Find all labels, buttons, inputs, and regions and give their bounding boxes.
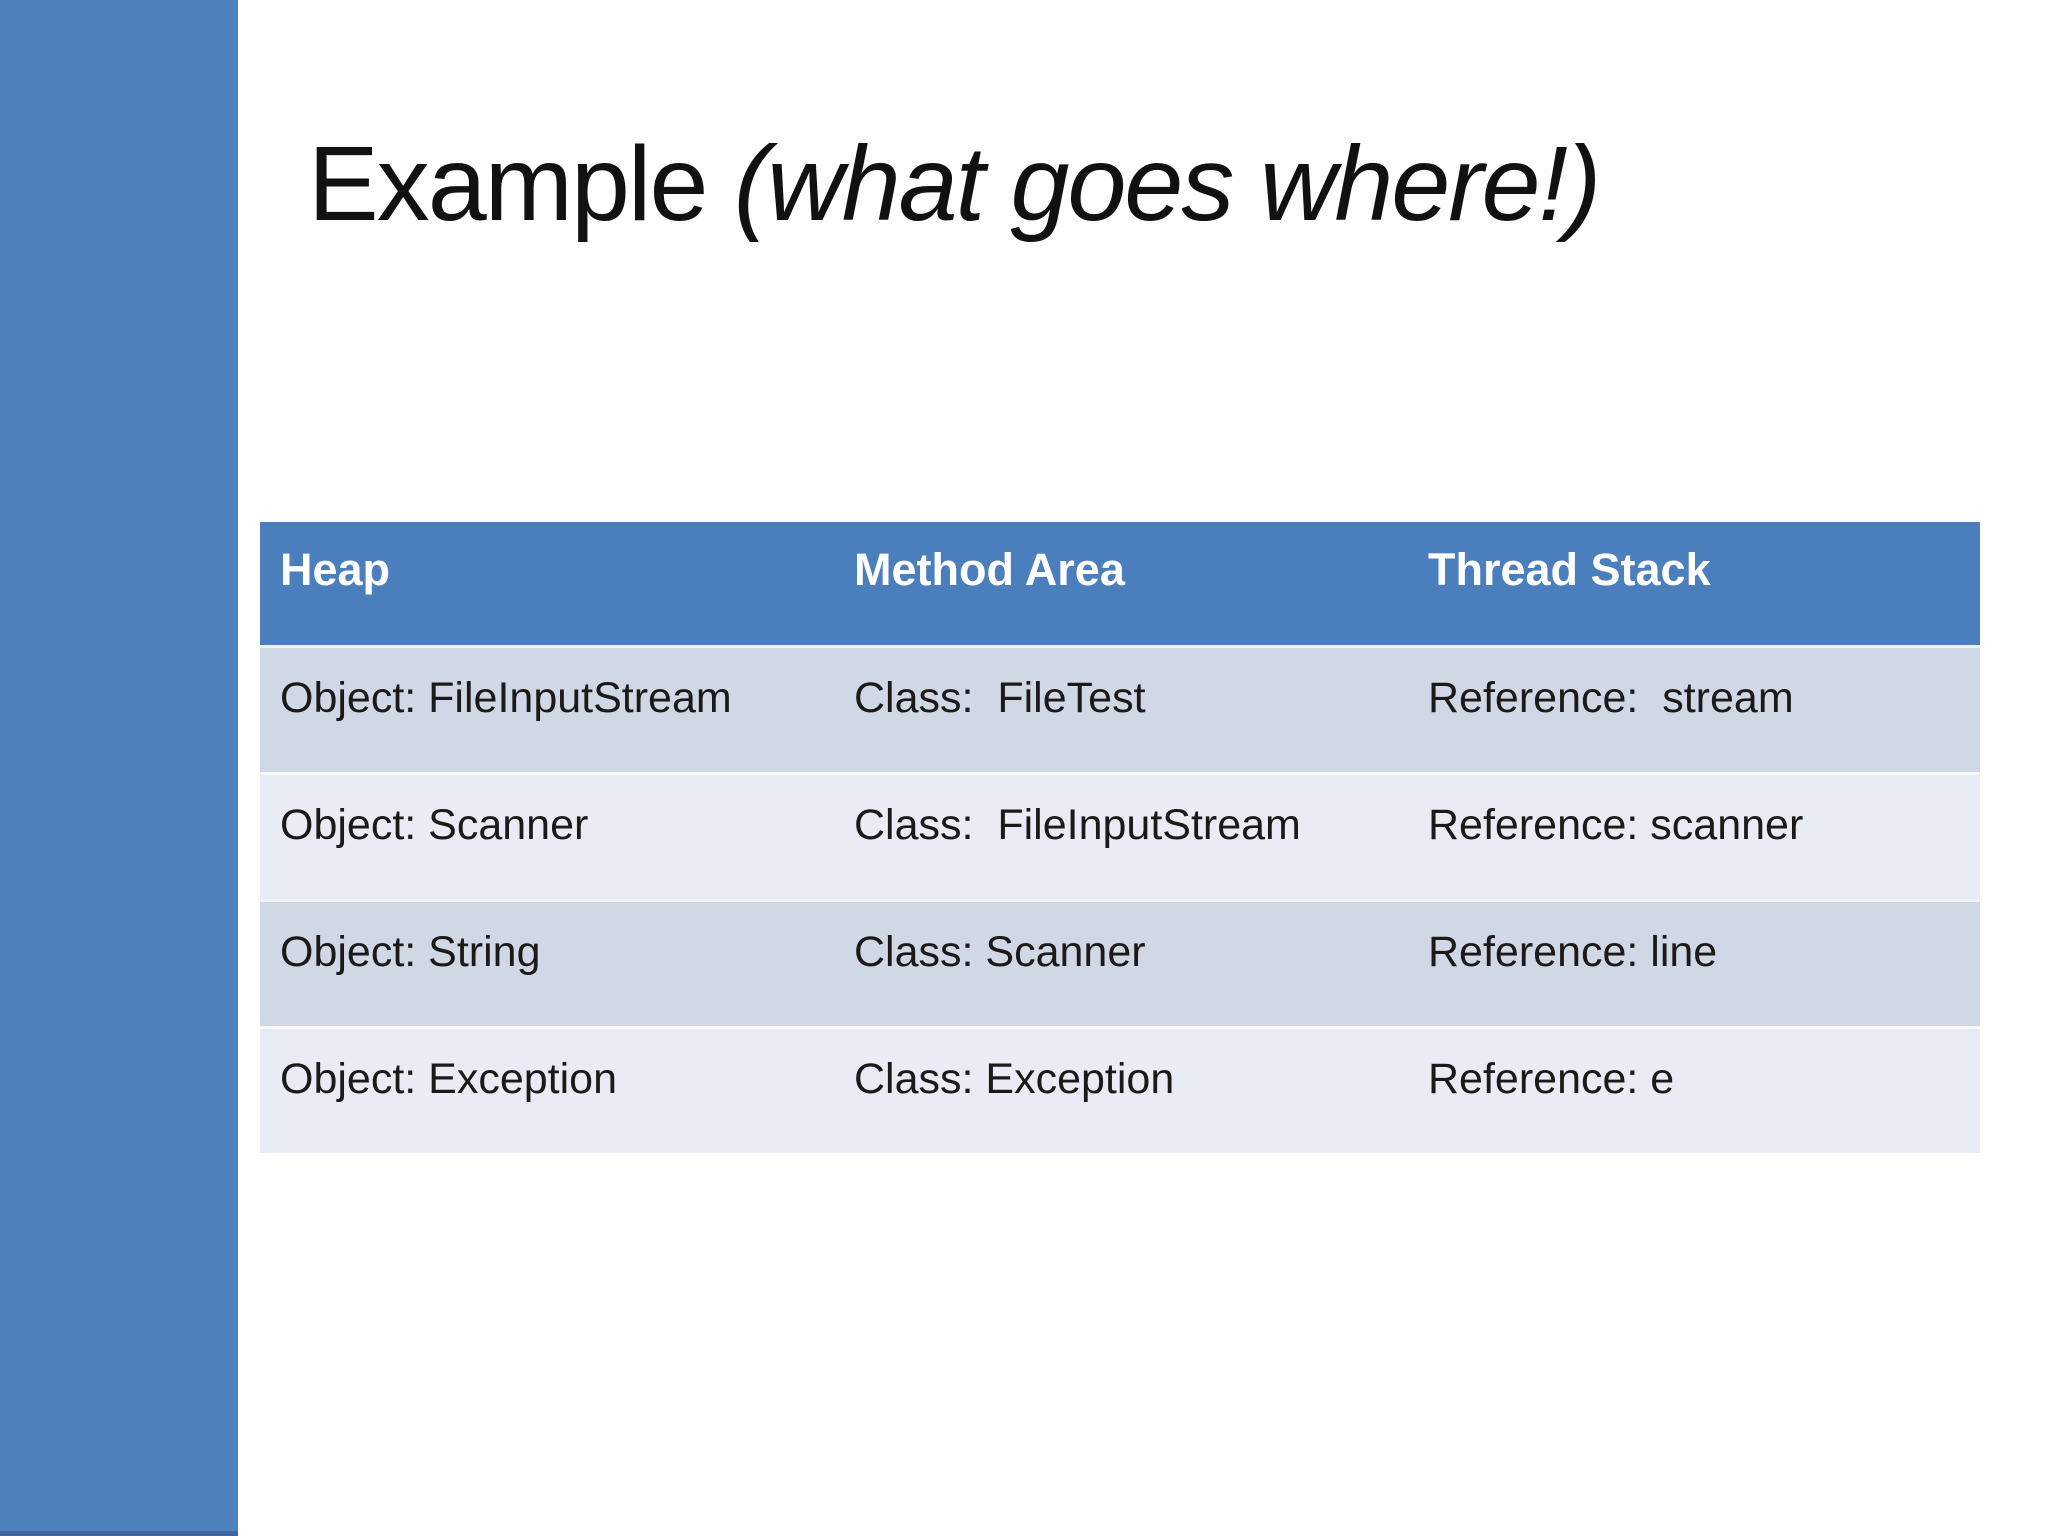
cell-thread-stack: Reference: scanner — [1428, 801, 1804, 849]
cell-thread-stack: Reference: line — [1428, 928, 1718, 976]
cell-method-area: Class: FileInputStream — [854, 801, 1301, 849]
slide-title-italic: (what goes where!) — [733, 125, 1601, 243]
cell-thread-stack: Reference: e — [1428, 1055, 1675, 1103]
cell-heap: Object: Scanner — [280, 801, 589, 849]
table-row: Object: Exception Class: Exception Refer… — [260, 1026, 1980, 1153]
table-row: Object: FileInputStream Class: FileTest … — [260, 645, 1980, 772]
column-header-heap: Heap — [280, 544, 391, 595]
cell-method-area: Class: FileTest — [854, 674, 1146, 722]
column-header-method-area: Method Area — [854, 544, 1125, 595]
table-row: Object: String Class: Scanner Reference:… — [260, 899, 1980, 1026]
table-header-row: Heap Method Area Thread Stack — [260, 522, 1980, 645]
memory-areas-table: Heap Method Area Thread Stack Object: Fi… — [260, 522, 1980, 1153]
slide-title-regular: Example — [308, 125, 734, 243]
table-row: Object: Scanner Class: FileInputStream R… — [260, 772, 1980, 899]
cell-heap: Object: FileInputStream — [280, 674, 732, 722]
cell-thread-stack: Reference: stream — [1428, 674, 1794, 722]
cell-method-area: Class: Exception — [854, 1055, 1175, 1103]
left-accent-bar-bottom-edge — [0, 1531, 238, 1536]
cell-heap: Object: String — [280, 928, 541, 976]
column-header-thread-stack: Thread Stack — [1428, 544, 1711, 595]
cell-heap: Object: Exception — [280, 1055, 618, 1103]
cell-method-area: Class: Scanner — [854, 928, 1146, 976]
slide-title: Example (what goes where!) — [308, 118, 1601, 251]
left-accent-bar — [0, 0, 238, 1536]
